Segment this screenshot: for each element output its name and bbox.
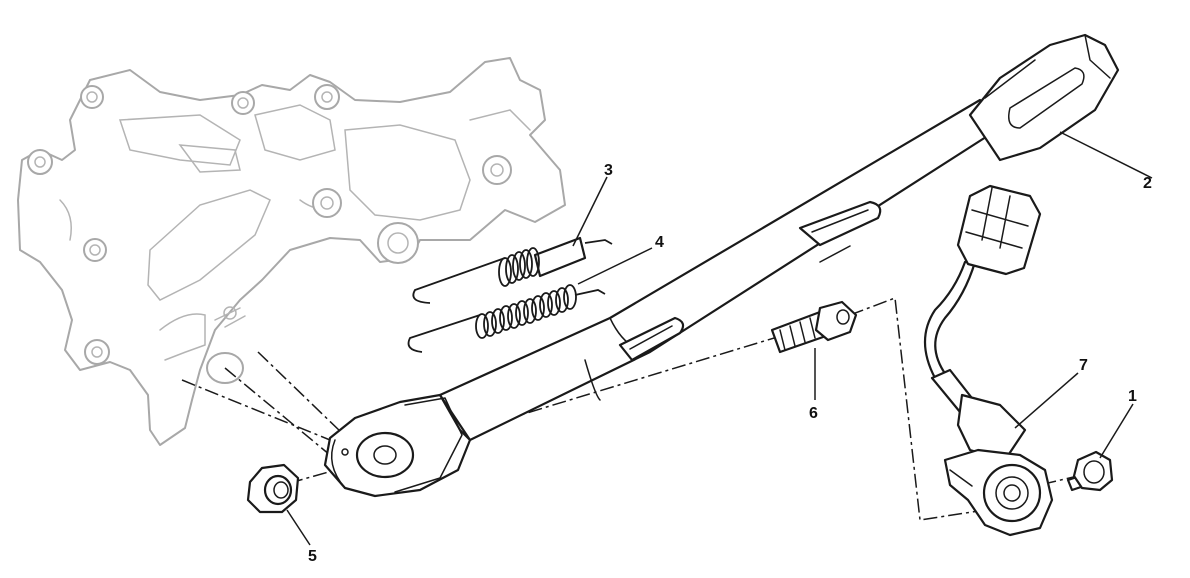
callout-label-5: 5 [308, 548, 317, 565]
callout-label-7: 7 [1079, 357, 1088, 374]
callout-labels: 1 2 3 4 5 6 7 [308, 162, 1152, 565]
sensor-part-7 [924, 184, 1054, 537]
callout-label-6: 6 [809, 405, 818, 422]
leader-lines [286, 131, 1153, 546]
callout-label-3: 3 [604, 162, 613, 179]
bolt-part-1 [1066, 450, 1114, 492]
callout-label-1: 1 [1128, 388, 1137, 405]
callout-label-2: 2 [1143, 175, 1152, 192]
pivot-bolt-part-6 [770, 300, 858, 354]
nut-part-5 [246, 463, 300, 514]
callout-label-4: 4 [655, 234, 664, 251]
spring-part-3 [412, 236, 613, 304]
frame-bracket [17, 57, 566, 446]
side-stand-leg [323, 33, 1120, 498]
spring-part-4 [407, 284, 606, 353]
